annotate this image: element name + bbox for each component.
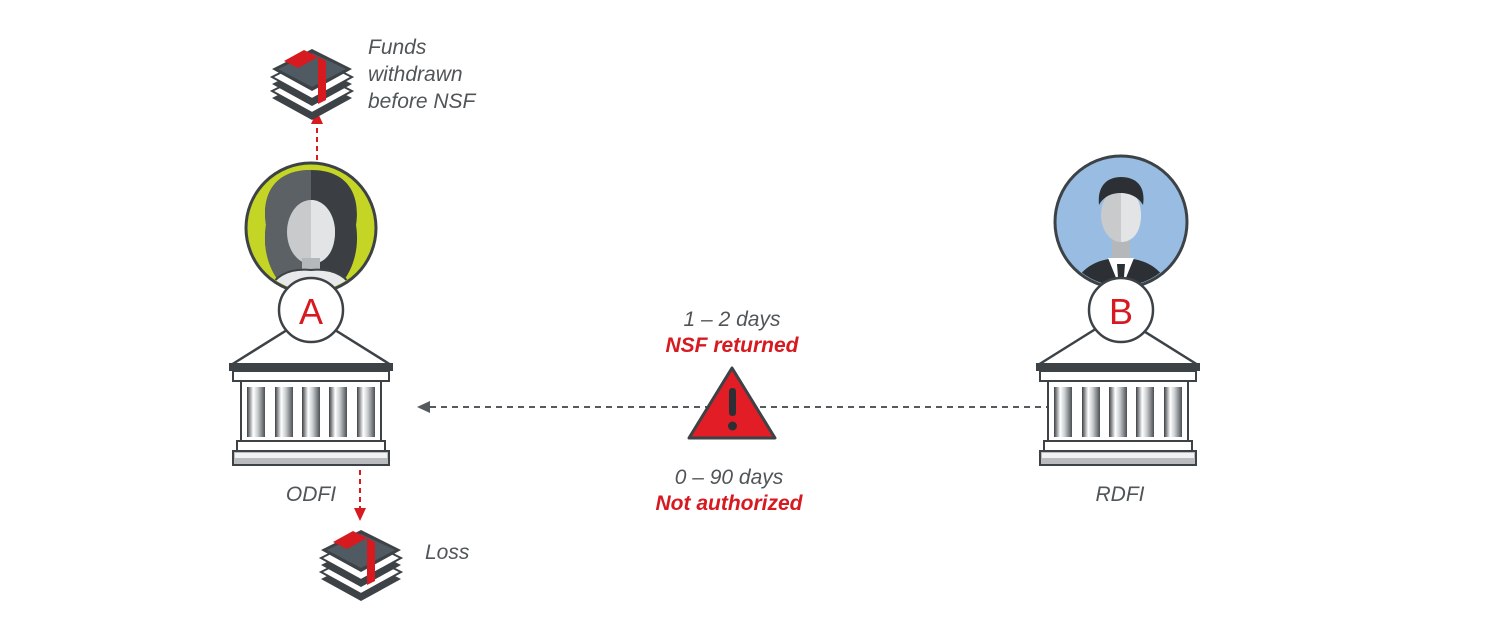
badge-a-letter: A xyxy=(299,291,323,332)
funds-withdrawn-line2: withdrawn xyxy=(368,63,463,86)
return-arrow-head xyxy=(417,401,430,413)
nsf-reason: NSF returned xyxy=(665,334,799,357)
nsf-timing: 1 – 2 days xyxy=(683,308,781,331)
warning-triangle-icon xyxy=(687,366,777,440)
unauth-timing: 0 – 90 days xyxy=(674,466,784,489)
funds-withdrawn-line1: Funds xyxy=(368,36,427,59)
unauth-reason: Not authorized xyxy=(655,492,803,515)
woman-avatar-icon xyxy=(244,161,378,295)
loss-arrow-head xyxy=(354,508,366,521)
loss-label: Loss xyxy=(425,541,470,564)
withdraw-arrow-head xyxy=(311,111,323,124)
money-stack-icon xyxy=(271,48,353,121)
badge-b-circle xyxy=(1087,276,1155,344)
funds-withdrawn-line3: before NSF xyxy=(368,90,476,113)
badge-a-circle xyxy=(277,276,345,344)
rdfi-label: RDFI xyxy=(1095,483,1145,506)
badge-b-letter: B xyxy=(1109,291,1133,332)
money-stack-icon xyxy=(320,529,402,602)
odfi-label: ODFI xyxy=(285,483,337,506)
